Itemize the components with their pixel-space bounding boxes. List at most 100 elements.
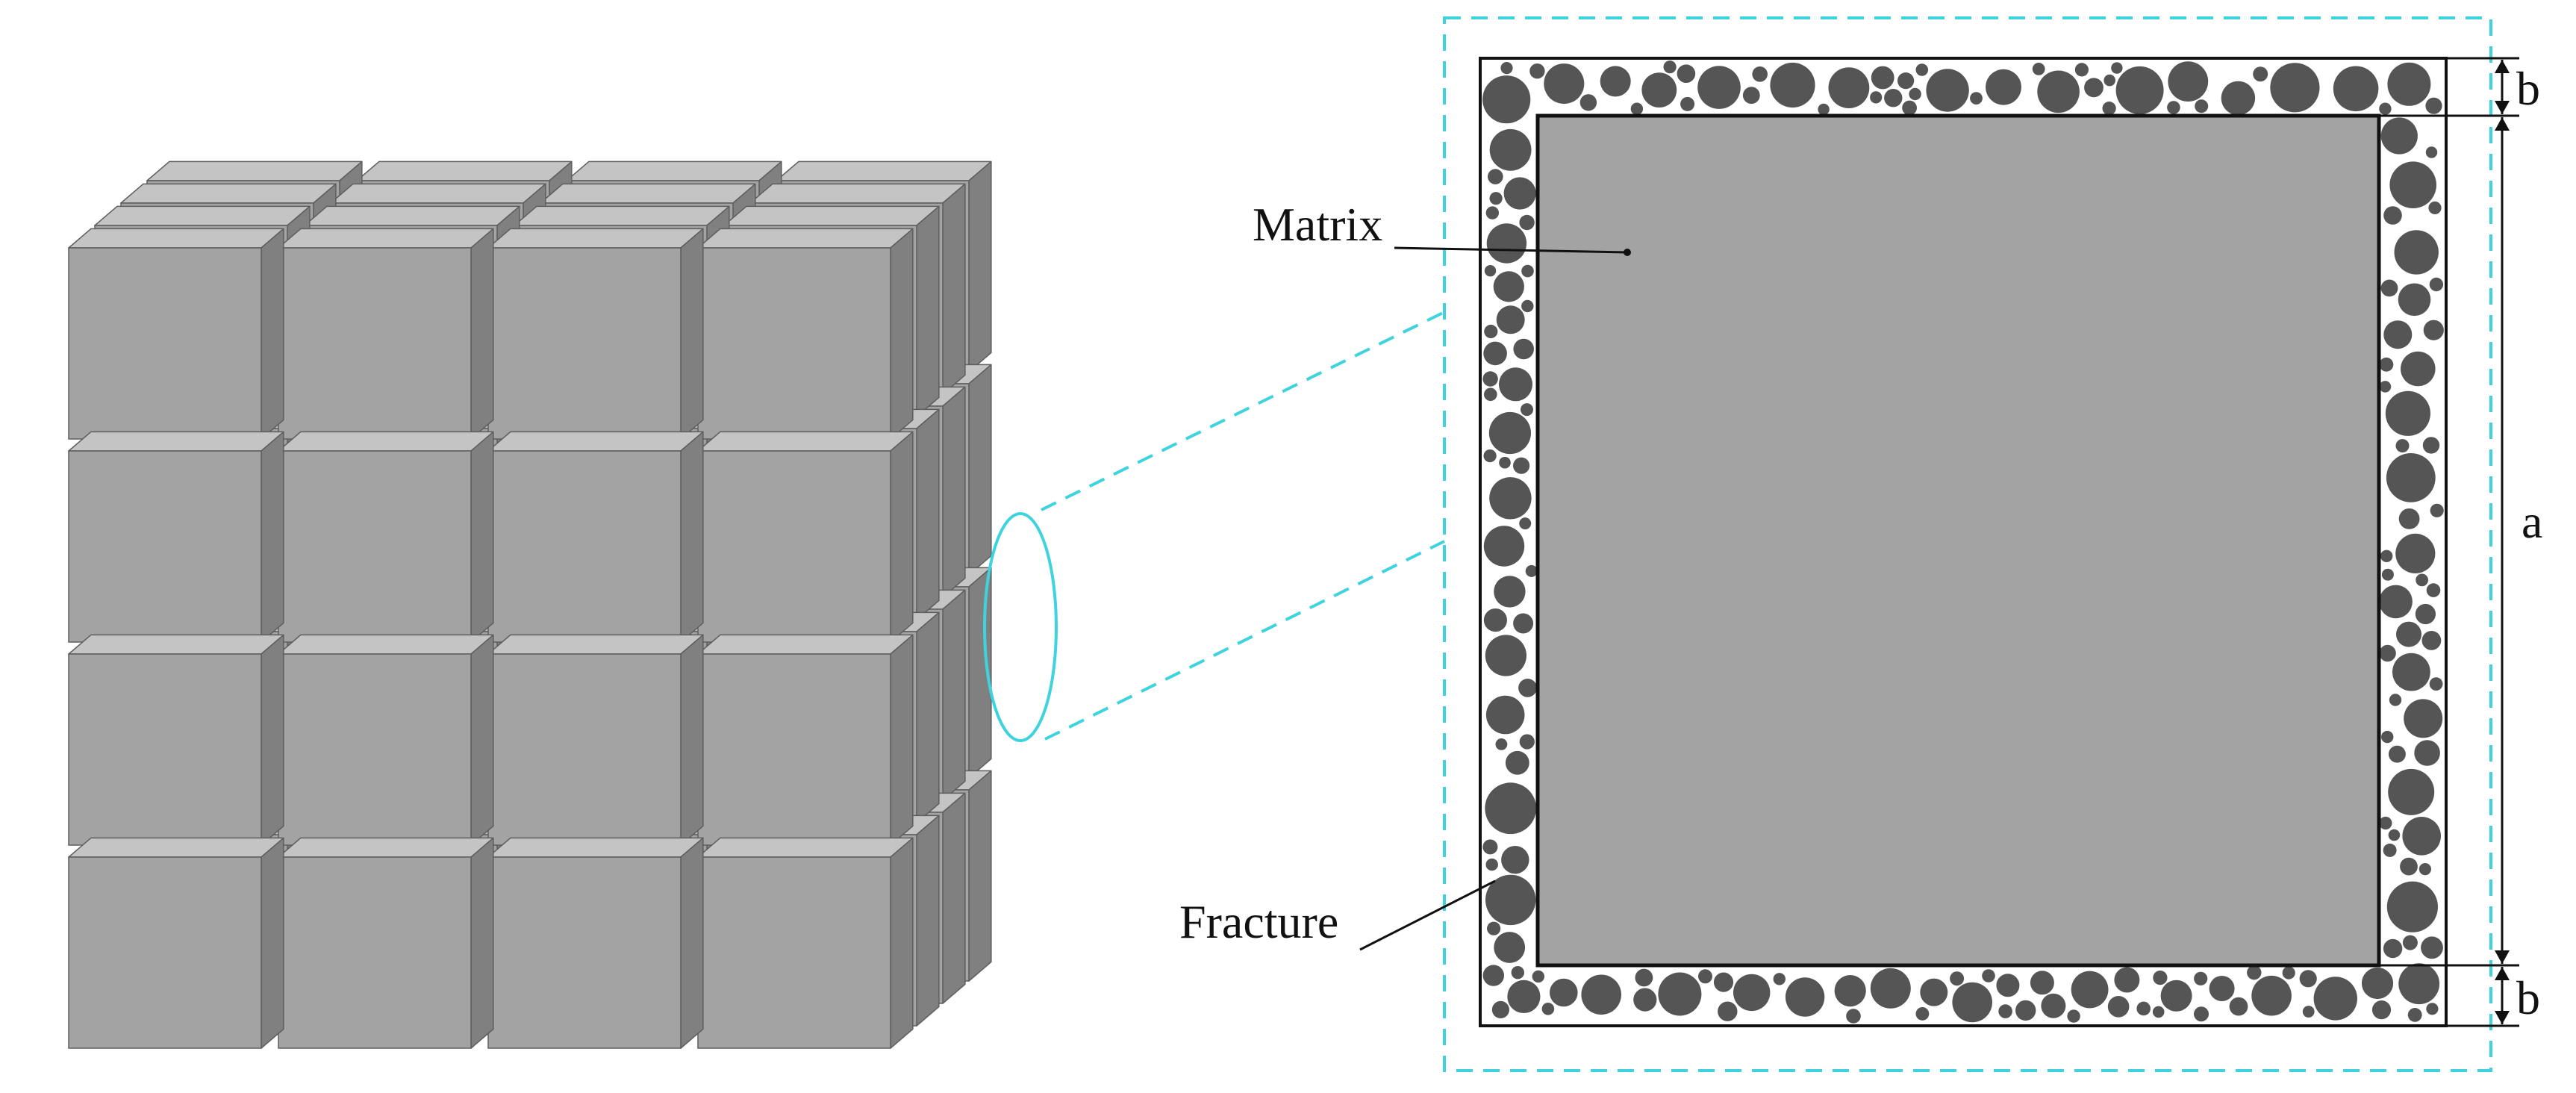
fracture-particle <box>2392 653 2430 691</box>
fracture-particle <box>1482 75 1531 124</box>
fracture-particle <box>2414 740 2440 766</box>
fracture-particle <box>2421 936 2443 959</box>
fracture-particle <box>1529 63 1545 79</box>
fracture-particle <box>1501 846 1529 874</box>
block-side-face <box>968 770 992 982</box>
fracture-particle <box>1909 87 1921 101</box>
block-front-face <box>68 247 262 440</box>
fracture-particle <box>1519 214 1535 231</box>
fracture-particle <box>1505 750 1529 775</box>
fracture-particle <box>2247 965 2262 980</box>
matrix-block <box>1535 113 2381 968</box>
fracture-particle <box>2153 971 2168 985</box>
cube-block <box>487 431 704 643</box>
fracture-particle <box>2302 1006 2315 1018</box>
fracture-particle <box>1870 91 1883 104</box>
block-side-face <box>890 634 914 846</box>
fracture-particle <box>2395 533 2436 574</box>
fracture-particle <box>1519 517 1532 530</box>
fracture-particle <box>2383 206 2402 225</box>
fracture-particle <box>2395 439 2410 453</box>
block-front-face <box>68 653 262 846</box>
block-side-face <box>470 431 494 643</box>
fracture-particle <box>1926 69 1969 112</box>
fracture-particle <box>2407 1008 2422 1022</box>
block-side-face <box>470 837 494 1049</box>
fracture-particle <box>1952 982 1992 1023</box>
block-top-face <box>68 228 284 249</box>
fracture-particle <box>2398 283 2431 317</box>
fracture-particle <box>1998 1004 2012 1018</box>
fracture-particle <box>1718 1001 1738 1021</box>
fracture-particle <box>2380 549 2393 562</box>
fracture-particle <box>2032 63 2045 75</box>
fracture-particle <box>2041 993 2066 1018</box>
fracture-particle <box>2379 357 2394 372</box>
fracture-particle <box>2381 568 2394 581</box>
cube-block <box>697 837 914 1049</box>
fracture-particle <box>2379 585 2413 619</box>
fracture-particle <box>2388 829 2401 841</box>
fracture-particle <box>1920 978 1948 1006</box>
block-side-face <box>261 431 284 643</box>
fracture-particle <box>2251 975 2292 1016</box>
fracture-particle <box>1902 100 1918 116</box>
fracture-particle <box>2313 977 2357 1021</box>
block-top-face <box>278 431 494 452</box>
block-side-face <box>680 634 704 846</box>
fracture-particle <box>2398 963 2440 1005</box>
block-top-face <box>304 205 520 226</box>
fracture-particle <box>2401 351 2436 387</box>
block-front-face <box>697 247 891 440</box>
block-top-face <box>68 634 284 655</box>
cube-block <box>487 228 704 440</box>
fracture-particle <box>2194 971 2208 985</box>
fracture-particle <box>2221 81 2256 116</box>
block-front-face <box>487 450 682 643</box>
fracture-particle <box>1513 338 1534 360</box>
fracture-particle <box>1511 966 1525 980</box>
block-top-face <box>487 634 704 655</box>
cube-block <box>68 634 284 846</box>
fracture-particle <box>2071 971 2109 1009</box>
block-top-face <box>94 205 311 226</box>
block-side-face <box>942 386 966 598</box>
dim-label-a: a <box>2522 495 2542 548</box>
fracture-particle <box>2379 644 2396 662</box>
block-top-face <box>697 431 914 452</box>
fracture-particle <box>1970 92 1983 105</box>
block-side-face <box>261 634 284 846</box>
fracture-particle <box>2380 279 2398 297</box>
fracture-particle <box>2168 61 2209 102</box>
block-side-face <box>942 183 966 395</box>
fracture-particle <box>2402 817 2441 856</box>
block-top-face <box>723 205 940 226</box>
block-front-face <box>278 653 472 846</box>
fracture-particle <box>1507 980 1541 1013</box>
fracture-particle <box>2385 390 2430 436</box>
fracture-particle <box>2074 63 2089 77</box>
fracture-particle <box>1499 367 1532 402</box>
fracture-particle <box>2421 631 2442 650</box>
fracture-particle <box>1482 965 1505 986</box>
fracture-particle <box>1713 972 1734 992</box>
block-top-face <box>278 837 494 858</box>
fracture-particle <box>1633 988 1657 1012</box>
fracture-particle <box>1485 874 1536 926</box>
fracture-particle <box>2229 997 2248 1016</box>
fracture-particle <box>1579 94 1597 111</box>
fracture-particle <box>1846 1009 1861 1024</box>
fracture-particle <box>1483 526 1525 567</box>
fracture-particle <box>2379 816 2392 830</box>
matrix-leader-dot <box>1624 249 1631 256</box>
fracture-particle <box>2383 938 2403 959</box>
block-top-face <box>487 431 704 452</box>
block-front-face <box>278 450 472 643</box>
block-side-face <box>968 161 992 373</box>
fracture-particle <box>2114 967 2140 993</box>
fracture-particle <box>1485 858 1498 871</box>
fracture-particle <box>2067 1009 2080 1023</box>
block-top-face <box>356 161 573 181</box>
fracture-particle <box>2209 976 2235 1001</box>
fracture-particle <box>1742 87 1760 105</box>
